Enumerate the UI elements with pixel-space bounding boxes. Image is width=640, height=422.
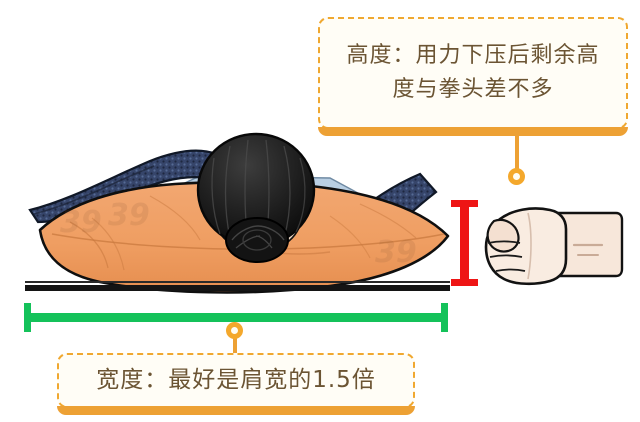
height-callout-box[interactable]: 高度：用力下压后剩余高 度与拳头差不多 <box>318 17 628 136</box>
pillow-baseline-thin <box>25 281 450 283</box>
width-callout-base <box>57 406 415 415</box>
width-callout-box[interactable]: 宽度：最好是肩宽的1.5倍 <box>57 353 415 415</box>
height-callout-leader-knob <box>508 168 525 185</box>
height-bar-cap-top <box>451 200 478 207</box>
head-group <box>196 132 316 263</box>
sleeping-person-scene <box>28 132 450 294</box>
height-measure-bar <box>451 200 478 286</box>
height-callout-leader-line <box>515 129 519 175</box>
width-measure-bar <box>24 303 448 332</box>
height-callout-line-2: 度与拳头差不多 <box>392 77 554 102</box>
height-callout-line-1: 高度：用力下压后剩余高 <box>346 43 600 69</box>
height-bar-cap-bottom <box>451 279 478 286</box>
pillow-baseline <box>25 285 450 291</box>
width-callout-leader-line <box>233 331 237 355</box>
width-callout-line-1: 宽度：最好是肩宽的1.5倍 <box>96 366 376 393</box>
height-callout-base <box>318 127 628 136</box>
width-bar-cap-right <box>441 303 448 332</box>
width-bar-cap-left <box>24 303 31 332</box>
width-callout-leader-knob <box>226 322 243 339</box>
clenched-fist-icon <box>484 207 624 286</box>
